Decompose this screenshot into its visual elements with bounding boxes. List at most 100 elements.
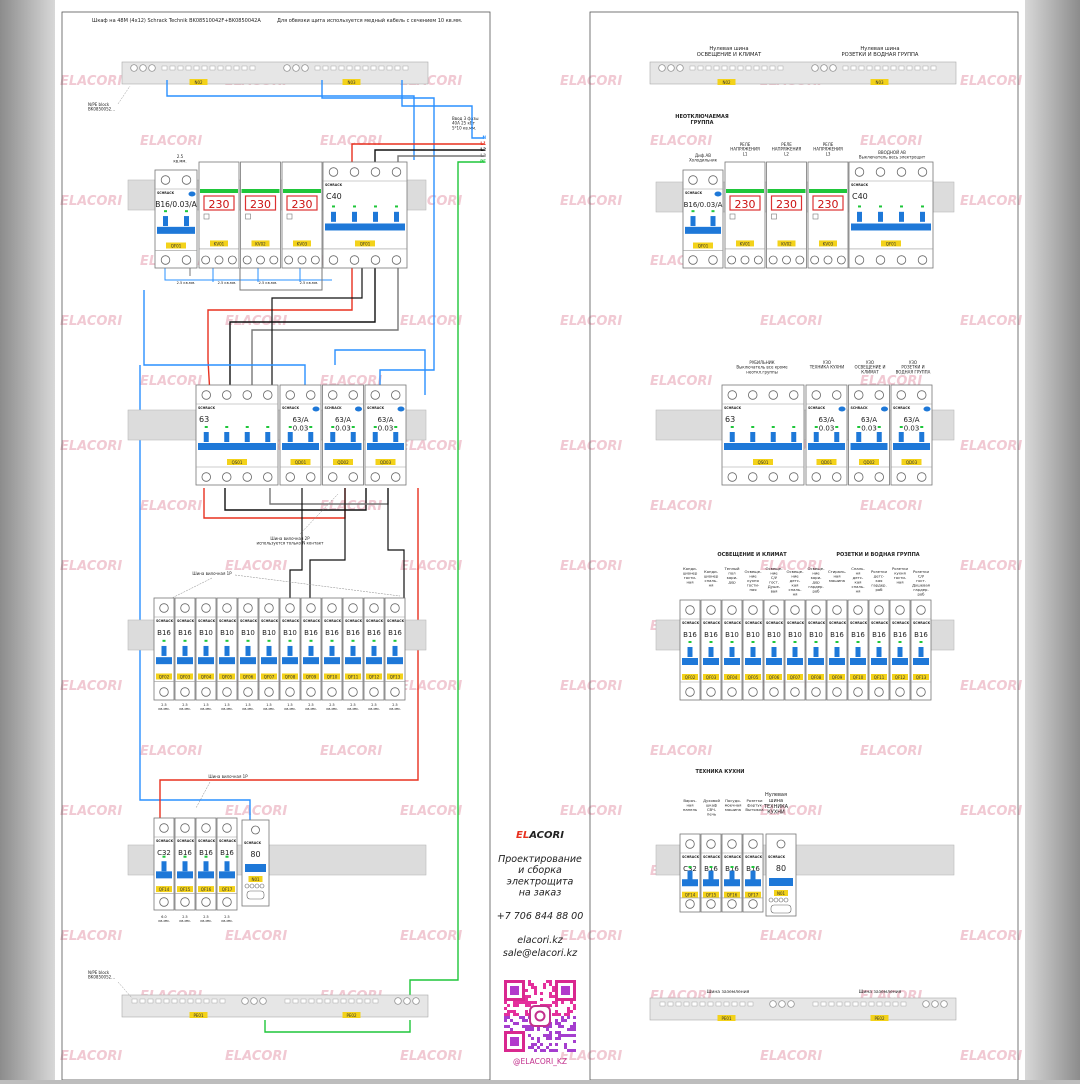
terminal-screw	[159, 687, 169, 697]
relay-display	[729, 195, 761, 211]
brand-text: SCHRACK	[177, 839, 195, 843]
module-tag	[156, 886, 172, 893]
watermark-text: ELACORI	[860, 499, 922, 514]
qr-module	[549, 1004, 552, 1007]
nbar-foot	[246, 890, 265, 900]
terminal-screw	[222, 390, 232, 400]
module-tag	[227, 459, 247, 465]
qr-module	[528, 980, 531, 983]
wire-relay-l	[239, 268, 323, 291]
bus-slot	[697, 65, 704, 71]
terminal-screw	[874, 390, 884, 400]
qr-module	[540, 1049, 543, 1052]
bus-slot	[922, 65, 929, 71]
bus-slot	[828, 1001, 835, 1007]
nbar-rating: 80	[776, 864, 786, 873]
bus-screw	[769, 1000, 777, 1008]
module-tag-text: QF06	[769, 675, 780, 680]
module-tag	[717, 1015, 736, 1021]
bus-slot	[930, 65, 937, 71]
breaker-rating: B16	[893, 631, 907, 639]
breaker-toggle	[163, 216, 168, 227]
breaker-toggle	[729, 647, 735, 657]
module-tag	[198, 886, 214, 893]
breaker-rating: B10	[809, 631, 823, 639]
wire-l1-row2	[207, 268, 353, 396]
breaker-rating: B10	[283, 629, 297, 637]
module-tag-text: QF10	[853, 675, 864, 680]
terminal-screw	[790, 687, 800, 697]
breaker-toggle	[393, 432, 399, 442]
bus-screw	[301, 64, 309, 72]
breaker-rating: B10	[262, 629, 276, 637]
wire-rcd3-out	[387, 488, 405, 598]
bus-slot	[729, 65, 736, 71]
breaker-indicator	[730, 426, 734, 428]
breaker-indicator	[225, 639, 229, 642]
watermark-text: ELACORI	[560, 679, 622, 694]
module-tag	[198, 673, 214, 680]
breaker-indicator	[920, 426, 924, 428]
terminal-screw	[748, 472, 758, 482]
qr-module	[510, 1028, 513, 1031]
terminal-screw	[284, 255, 294, 265]
breaker-toggle	[750, 432, 756, 442]
qr-module	[513, 1010, 516, 1013]
brand-text: SCHRACK	[198, 406, 216, 410]
module-tag-text: QF01	[886, 241, 897, 246]
watermark-text: ELACORI	[860, 134, 922, 149]
bus-slot	[187, 998, 194, 1004]
qr-module	[543, 1034, 546, 1037]
breaker-toggle	[329, 645, 335, 656]
watermark-text: ELACORI	[140, 134, 202, 149]
module-tag	[901, 459, 922, 465]
breaker-toggle	[372, 432, 378, 442]
relay-display-value: 230	[776, 198, 797, 211]
bus-screw	[412, 997, 420, 1005]
breaker-body	[322, 161, 408, 269]
module-tag	[210, 240, 228, 247]
terminal-screw	[242, 472, 252, 482]
qr-module	[525, 1013, 528, 1016]
breaker-indicator	[835, 426, 839, 428]
breaker-indicator	[351, 639, 355, 642]
watermark-text: ELACORI	[560, 74, 622, 89]
terminal-screw	[348, 603, 358, 613]
terminal-screw	[706, 687, 716, 697]
terminal-screw	[201, 255, 211, 265]
relay-button	[812, 213, 819, 220]
wire-size-label: 2.5 кв.мм.	[300, 281, 319, 285]
bus-slot	[171, 998, 178, 1004]
nbar-blue-band	[769, 878, 793, 886]
bus-screw	[658, 64, 666, 72]
breaker-rating: B10	[725, 631, 739, 639]
bus-slot	[139, 998, 146, 1004]
brand-text: SCHRACK	[198, 839, 216, 843]
module-tag	[774, 890, 788, 896]
terminal-screw	[740, 255, 750, 265]
breaker-toggle	[729, 870, 735, 881]
module-tag-text: QF08	[811, 675, 822, 680]
module-tag	[703, 674, 719, 680]
qr-module	[567, 1049, 570, 1052]
breaker-indicator	[225, 855, 229, 858]
wire-size-label: 2.5 кв.мм.	[218, 281, 237, 285]
qr-module	[516, 1013, 519, 1016]
breaker-body	[721, 384, 805, 486]
terminal-screw	[795, 255, 805, 265]
bus-screw	[283, 64, 291, 72]
breaker-indicator	[730, 641, 734, 643]
bus-body	[649, 61, 957, 85]
breaker-handle-bar	[682, 658, 698, 665]
